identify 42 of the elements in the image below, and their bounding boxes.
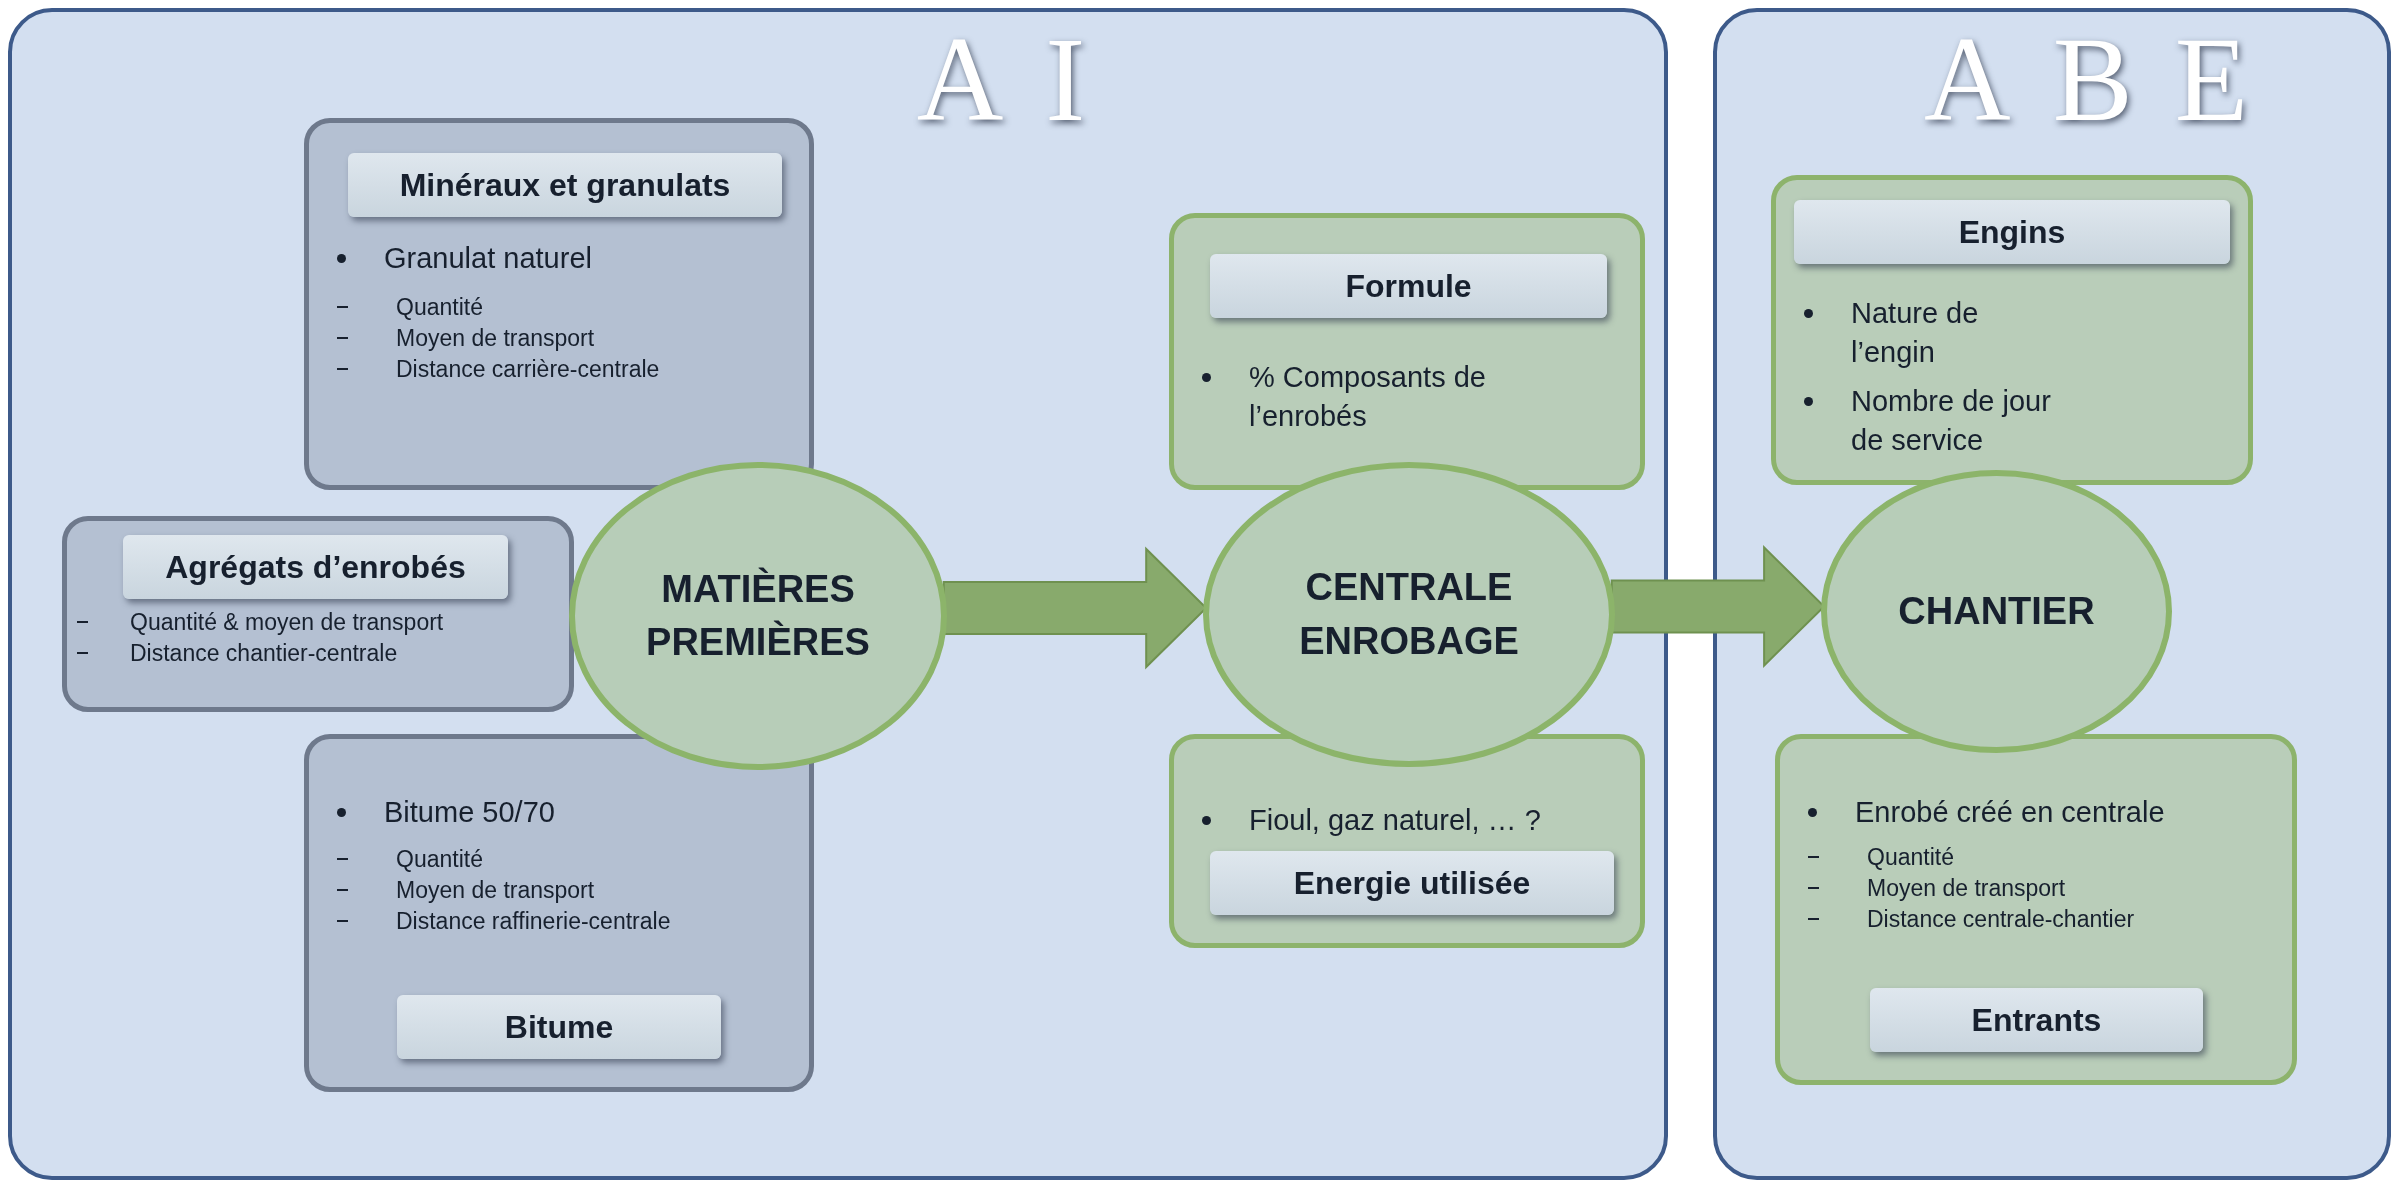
list-item: Nature de l’engin [1851, 296, 1980, 371]
list-item: Moyen de transport [396, 876, 595, 906]
info-card [1775, 734, 2297, 1085]
info-card [1771, 175, 2253, 485]
list-item: Quantité & moyen de transport [130, 608, 444, 637]
list-item: Distance centrale-chantier [1867, 905, 2135, 935]
heading-tab: Formule [1210, 254, 1607, 318]
list-item: Enrobé créé en centrale [1855, 795, 2165, 830]
region-panel [8, 8, 1668, 1180]
heading-tab: Minéraux et granulats [348, 153, 782, 217]
list-item: Distance carrière-centrale [396, 355, 660, 385]
stage-label: MATIÈRES PREMIÈRES [645, 566, 871, 665]
stage-label: CENTRALE ENROBAGE [1298, 565, 1520, 664]
list-item: Bitume 50/70 [384, 795, 555, 830]
region-title: AI [916, 20, 1128, 140]
info-card [1169, 734, 1645, 948]
region-title: ABE [1924, 20, 2290, 140]
list-item: Quantité [396, 845, 483, 875]
list-item: Granulat naturel [384, 241, 592, 276]
list-item: Nombre de jour de service [1851, 384, 2052, 459]
heading-tab: Engins [1794, 200, 2230, 264]
info-card [304, 734, 814, 1092]
list-item: Quantité [396, 293, 483, 323]
info-card [62, 516, 574, 712]
list-item: Quantité [1867, 843, 1954, 873]
list-item: Distance raffinerie-centrale [396, 907, 671, 937]
list-item: Fioul, gaz naturel, … ? [1249, 803, 1541, 838]
list-item: Moyen de transport [1867, 874, 2066, 904]
heading-tab: Bitume [397, 995, 721, 1059]
info-card [304, 118, 814, 490]
stage-ellipse [1821, 470, 2172, 753]
heading-tab: Energie utilisée [1210, 851, 1614, 915]
heading-tab: Agrégats d’enrobés [123, 535, 508, 599]
list-item: % Composants de l’enrobés [1249, 360, 1487, 435]
heading-tab: Entrants [1870, 988, 2203, 1052]
stage-ellipse [569, 462, 947, 770]
info-card [1169, 213, 1645, 490]
stage-ellipse [1203, 462, 1615, 767]
stage-label: CHANTIER [1898, 588, 2095, 634]
list-item: Distance chantier-centrale [130, 639, 398, 669]
list-item: Moyen de transport [396, 324, 595, 354]
region-panel [1713, 8, 2391, 1180]
